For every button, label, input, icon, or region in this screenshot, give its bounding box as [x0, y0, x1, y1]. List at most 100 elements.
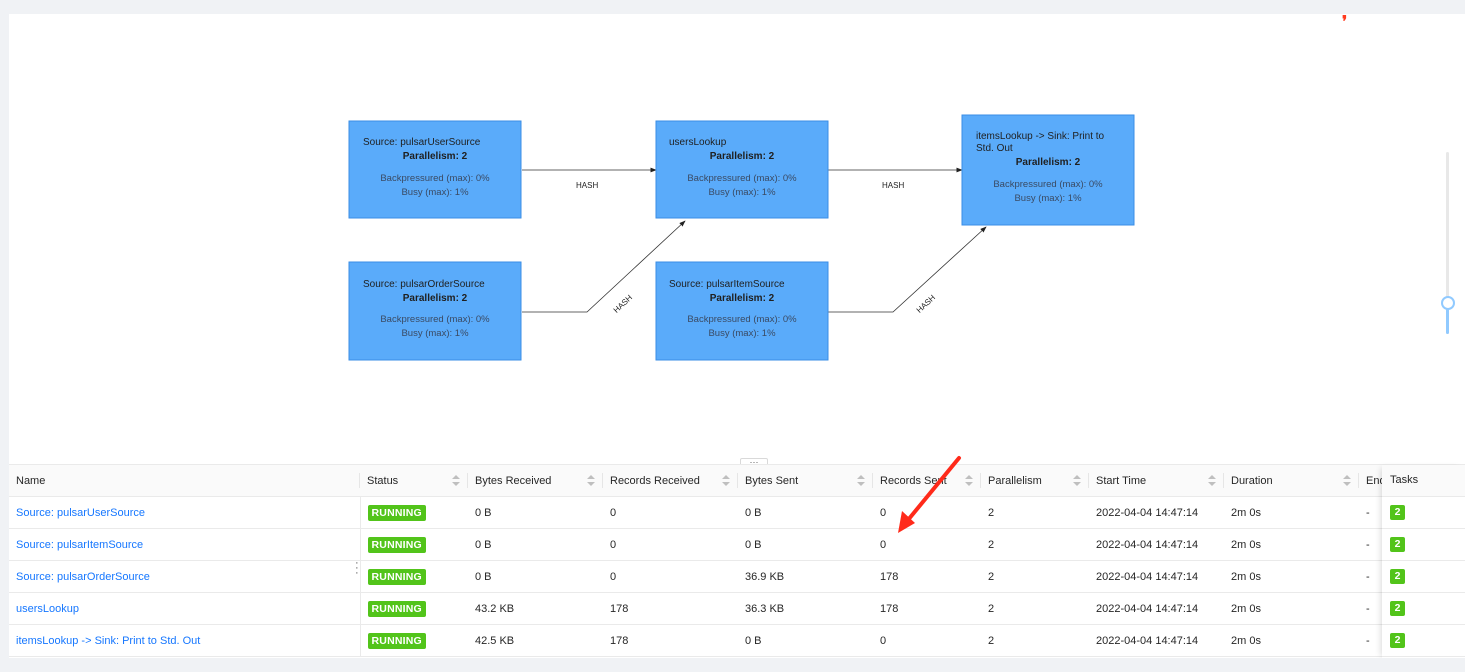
node-busy: Busy (max): 1% [1014, 193, 1082, 204]
column-header-records-sent[interactable]: Records Sent [873, 465, 981, 497]
node-busy: Busy (max): 1% [708, 328, 776, 339]
red-mark-icon: ❜ [1342, 14, 1348, 31]
bytes-received-cell: 43.2 KB [468, 592, 603, 625]
node-title: usersLookup [669, 137, 727, 148]
vertex-name-link[interactable]: Source: pulsarItemSource [16, 538, 144, 551]
node-parallelism: Parallelism: 2 [1016, 157, 1081, 168]
duration-cell: 2m 0s [1224, 624, 1359, 657]
edge-label: HASH [612, 293, 635, 315]
tasks-count-badge[interactable]: 2 [1390, 537, 1405, 552]
start-time-cell: 2022-04-04 14:47:14 [1089, 528, 1224, 561]
graph-node-items-lookup-sink[interactable]: itemsLookup -> Sink: Print to Std. Out P… [961, 114, 1135, 226]
duration-cell: 2m 0s [1224, 592, 1359, 625]
edge-label: HASH [915, 293, 938, 315]
graph-node-pulsar-item-source[interactable]: Source: pulsarItemSource Parallelism: 2 … [655, 261, 829, 361]
sort-icon[interactable] [452, 475, 460, 487]
sort-icon[interactable] [1073, 475, 1081, 487]
bytes-received-cell: 0 B [468, 560, 603, 593]
column-header-bytes-received[interactable]: Bytes Received [468, 465, 603, 497]
records-sent-cell: 178 [873, 560, 981, 593]
vertex-name-link[interactable]: Source: pulsarUserSource [16, 506, 146, 519]
node-parallelism: Parallelism: 2 [403, 293, 468, 304]
start-time-cell: 2022-04-04 14:47:14 [1089, 592, 1224, 625]
records-received-cell: 0 [603, 528, 738, 561]
node-parallelism: Parallelism: 2 [710, 293, 775, 304]
records-received-cell: 0 [603, 560, 738, 593]
node-backpressured: Backpressured (max): 0% [687, 173, 797, 184]
table-row[interactable]: usersLookup RUNNING 43.2 KB 178 36.3 KB … [9, 592, 1465, 625]
status-badge: RUNNING [367, 568, 426, 585]
status-badge: RUNNING [367, 504, 426, 521]
records-received-cell: 0 [603, 496, 738, 529]
column-header-status[interactable]: Status [360, 465, 468, 497]
job-overview-panel: HASH HASH HASH HASH Source: pulsarUserSo… [9, 14, 1465, 658]
status-badge: RUNNING [367, 600, 426, 617]
zoom-slider-handle[interactable] [1441, 296, 1455, 310]
node-parallelism: Parallelism: 2 [710, 151, 775, 162]
status-badge: RUNNING [367, 536, 426, 553]
vertex-name-link[interactable]: Source: pulsarOrderSource [16, 570, 150, 583]
node-backpressured: Backpressured (max): 0% [380, 314, 490, 325]
bytes-sent-cell: 36.9 KB [738, 560, 873, 593]
column-header-records-received[interactable]: Records Received [603, 465, 738, 497]
bytes-sent-cell: 0 B [738, 624, 873, 657]
column-header-tasks: Tasks [1382, 465, 1465, 497]
column-header-duration[interactable]: Duration [1224, 465, 1359, 497]
duration-cell: 2m 0s [1224, 528, 1359, 561]
bytes-sent-cell: 0 B [738, 496, 873, 529]
table-row[interactable]: Source: pulsarOrderSource RUNNING 0 B 0 … [9, 560, 1465, 593]
column-header-start-time[interactable]: Start Time [1089, 465, 1224, 497]
column-resize-dots-icon[interactable]: ··· [355, 557, 359, 579]
graph-node-pulsar-order-source[interactable]: Source: pulsarOrderSource Parallelism: 2… [348, 261, 522, 361]
tasks-count-badge[interactable]: 2 [1390, 569, 1405, 584]
column-header-bytes-sent[interactable]: Bytes Sent [738, 465, 873, 497]
vertex-name-link[interactable]: usersLookup [16, 602, 79, 615]
node-title: Source: pulsarUserSource [363, 137, 481, 148]
column-header-name[interactable]: Name [9, 465, 360, 497]
table-row[interactable]: Source: pulsarItemSource RUNNING 0 B 0 0… [9, 528, 1465, 561]
start-time-cell: 2022-04-04 14:47:14 [1089, 560, 1224, 593]
vertex-name-link[interactable]: itemsLookup -> Sink: Print to Std. Out [16, 634, 201, 647]
sort-icon[interactable] [965, 475, 973, 487]
node-backpressured: Backpressured (max): 0% [687, 314, 797, 325]
table-row[interactable]: itemsLookup -> Sink: Print to Std. Out R… [9, 624, 1465, 657]
bytes-received-cell: 0 B [468, 496, 603, 529]
tasks-count-badge[interactable]: 2 [1390, 601, 1405, 616]
tasks-column: Tasks 2 2 2 2 2 [1382, 465, 1465, 658]
bytes-received-cell: 0 B [468, 528, 603, 561]
graph-node-users-lookup[interactable]: usersLookup Parallelism: 2 Backpressured… [655, 120, 829, 219]
parallelism-cell: 2 [981, 560, 1089, 593]
zoom-slider[interactable] [1441, 152, 1455, 334]
bytes-sent-cell: 0 B [738, 528, 873, 561]
parallelism-cell: 2 [981, 624, 1089, 657]
node-title: Source: pulsarItemSource [669, 279, 785, 290]
parallelism-cell: 2 [981, 592, 1089, 625]
table-header-row: Name Status Bytes Received Records Recei… [9, 465, 1465, 497]
tasks-count-badge[interactable]: 2 [1390, 633, 1405, 648]
records-sent-cell: 0 [873, 624, 981, 657]
bytes-sent-cell: 36.3 KB [738, 592, 873, 625]
table-row[interactable]: Source: pulsarUserSource RUNNING 0 B 0 0… [9, 496, 1465, 529]
edge-label: HASH [882, 181, 904, 190]
sort-icon[interactable] [587, 475, 595, 487]
node-backpressured: Backpressured (max): 0% [380, 173, 490, 184]
job-graph-canvas[interactable]: HASH HASH HASH HASH Source: pulsarUserSo… [9, 14, 1465, 454]
start-time-cell: 2022-04-04 14:47:14 [1089, 496, 1224, 529]
node-parallelism: Parallelism: 2 [403, 151, 468, 162]
parallelism-cell: 2 [981, 528, 1089, 561]
records-received-cell: 178 [603, 624, 738, 657]
sort-icon[interactable] [1208, 475, 1216, 487]
node-busy: Busy (max): 1% [708, 187, 776, 198]
tasks-count-badge[interactable]: 2 [1390, 505, 1405, 520]
duration-cell: 2m 0s [1224, 496, 1359, 529]
status-badge: RUNNING [367, 632, 426, 649]
zoom-slider-fill [1446, 304, 1449, 334]
duration-cell: 2m 0s [1224, 560, 1359, 593]
column-header-parallelism[interactable]: Parallelism [981, 465, 1089, 497]
sort-icon[interactable] [722, 475, 730, 487]
graph-node-pulsar-user-source[interactable]: Source: pulsarUserSource Parallelism: 2 … [348, 120, 522, 219]
node-backpressured: Backpressured (max): 0% [993, 179, 1103, 190]
sort-icon[interactable] [1343, 475, 1351, 487]
start-time-cell: 2022-04-04 14:47:14 [1089, 624, 1224, 657]
sort-icon[interactable] [857, 475, 865, 487]
